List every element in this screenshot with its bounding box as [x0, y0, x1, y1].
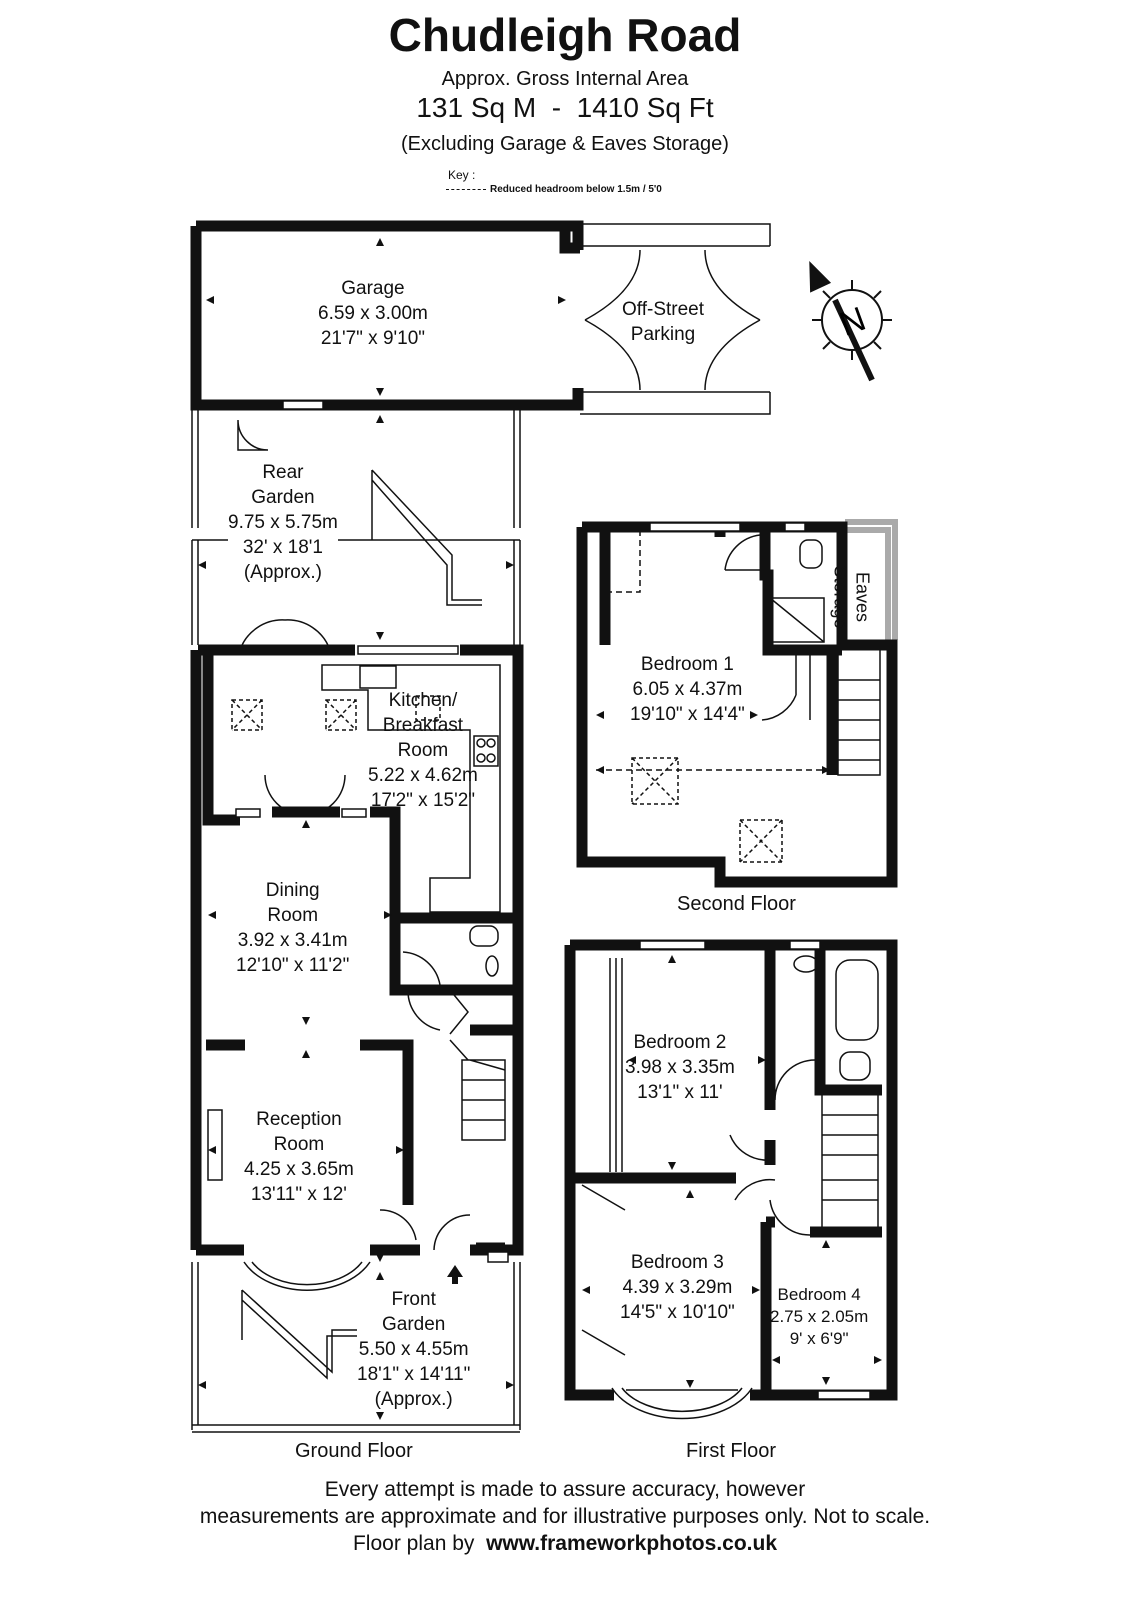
fireplace-icon [207, 1109, 223, 1181]
ground-floor-walls [190, 644, 524, 1256]
wardrobe-doors-bed3 [581, 1184, 626, 1356]
window [789, 940, 821, 950]
gate-right [704, 249, 761, 391]
patio-doors [239, 619, 331, 651]
stair-winders [449, 989, 469, 1061]
area-exclusions: (Excluding Garage & Eaves Storage) [401, 133, 729, 155]
gate-left [584, 249, 641, 391]
bath-icon [835, 959, 879, 1041]
window [357, 645, 459, 655]
window [649, 522, 741, 532]
wardrobe-bedroom2 [609, 958, 623, 1172]
floor-label-second: Second Floor [677, 893, 796, 915]
garage-door-swing [237, 419, 269, 451]
window [341, 808, 367, 818]
key-entry-text: Reduced headroom below 1.5m / 5'0 [490, 184, 662, 195]
skylight-icon [325, 699, 357, 731]
thin-lines [191, 223, 898, 1433]
window [487, 1251, 509, 1263]
rear-garden-fence [191, 410, 521, 645]
sink-icon [359, 665, 397, 689]
dashed-line-icon [446, 188, 486, 190]
skylight-icon [231, 699, 263, 731]
garage-wall-stub [559, 226, 580, 254]
window [282, 400, 324, 410]
area-caption: Approx. Gross Internal Area [441, 68, 689, 90]
bedroom4-walls [760, 1216, 882, 1390]
entrance-arrow-icon [447, 1265, 463, 1284]
garage-walls [190, 220, 584, 411]
key-label: Key : [448, 168, 476, 182]
bay-window-first [611, 1387, 753, 1420]
reception-walls [206, 1039, 414, 1205]
floor-label-ground: Ground Floor [295, 1440, 413, 1462]
front-path [241, 1289, 362, 1380]
credit-website: www.frameworkphotos.co.uk [486, 1532, 777, 1555]
basin-icon [793, 955, 819, 973]
parking-boundary-inner [580, 245, 770, 393]
area-value: 131 Sq M - 1410 Sq Ft [416, 92, 714, 123]
hob-icon [473, 735, 499, 767]
hall-door [407, 989, 441, 1031]
window [639, 940, 706, 950]
dimension-arrows [198, 238, 882, 1420]
staircase-ground [461, 1059, 506, 1141]
floor-label-first: First Floor [686, 1440, 776, 1462]
toilet-icon [799, 539, 823, 569]
first-floor-inner-walls [570, 950, 882, 1184]
eaves-storage-wall [845, 519, 898, 640]
wc-walls [389, 918, 520, 1036]
disclaimer-line1: Every attempt is made to assure accuracy… [324, 1478, 806, 1501]
rear-path [371, 469, 482, 606]
staircase-first [821, 1095, 879, 1231]
compass-rose: N [809, 261, 892, 382]
window [817, 1390, 871, 1400]
landing-doors [729, 1059, 816, 1236]
parking-boundary [580, 223, 771, 415]
toilet-icon [839, 1051, 871, 1081]
skylight-icon [415, 695, 441, 721]
wc-door [402, 951, 441, 986]
window [235, 808, 261, 818]
rear-garden-fence-inner [197, 410, 515, 645]
reduced-headroom-line [600, 530, 641, 593]
toilet-icon [469, 925, 499, 947]
disclaimer-line2: measurements are approximate and for ill… [199, 1505, 931, 1528]
bay-window-ground [243, 1261, 371, 1291]
bedroom1-door [761, 650, 811, 721]
skylight-icon [631, 757, 679, 805]
staircase-second [837, 650, 881, 776]
key-entry: Reduced headroom below 1.5m / 5'0 [446, 184, 662, 195]
front-doors [379, 1209, 471, 1251]
credit-line: Floor plan by www.frameworkphotos.co.uk [352, 1532, 777, 1555]
page-title: Chudleigh Road [388, 9, 742, 61]
second-floor-walls [576, 521, 898, 888]
windows [235, 400, 871, 1400]
window [784, 522, 806, 532]
kitchen-dining-walls [202, 650, 520, 924]
front-garden-fence [191, 1262, 521, 1433]
kitchen-worktop [321, 664, 501, 913]
skylight-icon [739, 819, 783, 863]
disclaimer: Every attempt is made to assure accuracy… [0, 1476, 1130, 1557]
ensuite-door [724, 534, 761, 571]
